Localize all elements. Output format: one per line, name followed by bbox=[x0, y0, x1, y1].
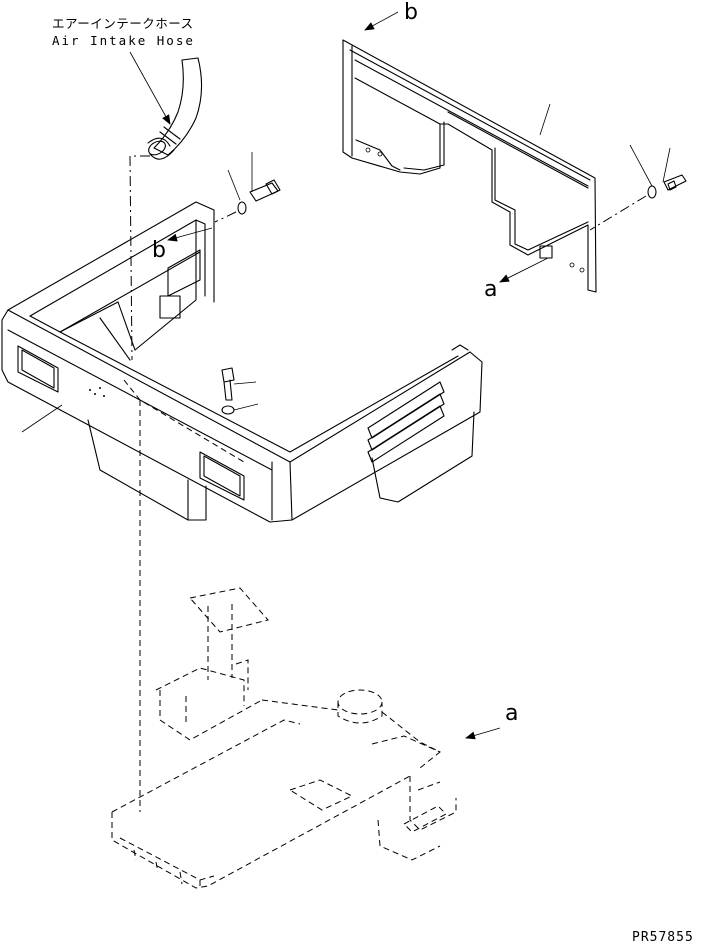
bolt-center bbox=[221, 367, 257, 401]
hose-leader-line bbox=[129, 51, 171, 125]
washer-center bbox=[221, 403, 259, 415]
lower-frame bbox=[111, 587, 457, 889]
washer-left bbox=[227, 169, 247, 215]
hose-label-japanese: エアーインテークホース bbox=[52, 16, 194, 31]
bolt-left bbox=[249, 152, 281, 202]
part-number: PR57855 bbox=[632, 930, 694, 945]
bolt-right-centerline bbox=[589, 195, 647, 231]
hose-label-english: Air Intake Hose bbox=[52, 33, 195, 48]
ref-letter-a-right: a bbox=[484, 277, 498, 302]
ref-arrow-b-mid bbox=[167, 227, 213, 242]
ref-arrow-a-low bbox=[465, 727, 501, 740]
hose-centerline bbox=[129, 155, 150, 361]
washer-right bbox=[629, 144, 657, 199]
air-intake-hose bbox=[147, 57, 203, 160]
main-housing bbox=[1, 201, 483, 523]
ref-letter-a-low: a bbox=[505, 701, 519, 726]
housing-leader-line bbox=[21, 404, 63, 433]
bolt-left-centerline bbox=[214, 211, 237, 223]
hidden-line-housing bbox=[123, 379, 245, 463]
rear-cover-panel bbox=[342, 39, 597, 293]
ref-letter-b-mid: b bbox=[152, 238, 166, 263]
ref-arrow-b-top bbox=[364, 11, 399, 31]
ref-letter-b-top: b bbox=[404, 0, 418, 25]
ref-arrow-a-right bbox=[499, 257, 549, 283]
bolt-right bbox=[662, 147, 687, 191]
